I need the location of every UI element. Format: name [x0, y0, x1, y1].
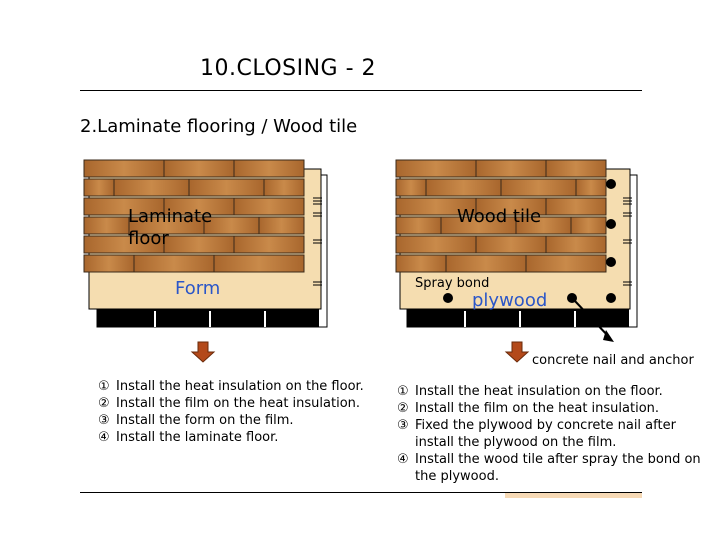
nail-pointer-line — [573, 299, 611, 339]
right-wood-tiles — [395, 159, 607, 273]
form-label: Form — [175, 278, 221, 299]
plywood-label: plywood — [472, 290, 548, 311]
page-title: 10.CLOSING - 2 — [200, 56, 377, 81]
left-base-strip — [97, 309, 319, 327]
right-down-arrow — [504, 341, 530, 363]
left-base-joints — [154, 311, 266, 327]
concrete-nails — [443, 179, 616, 303]
left-floor-diagram — [83, 159, 328, 363]
nail-pointer-head — [603, 330, 614, 342]
section-subtitle: 2.Laminate flooring / Wood tile — [80, 116, 358, 137]
right-base-strip — [407, 309, 629, 327]
right-side-stripes — [623, 197, 632, 286]
title-divider — [80, 90, 642, 91]
footer-divider — [80, 492, 642, 493]
spray-bond-label: Spray bond — [415, 276, 490, 291]
left-side-stripes — [313, 197, 322, 286]
left-down-arrow — [190, 341, 216, 363]
wood-tile-label: Wood tile — [457, 206, 542, 227]
left-laminate-planks — [83, 159, 305, 273]
laminate-floor-label: Laminate floor — [128, 206, 213, 249]
right-floor-diagram — [395, 159, 638, 363]
concrete-nail-label: concrete nail and anchor — [532, 353, 694, 368]
footer-accent-bar — [505, 493, 642, 498]
right-base-joints — [464, 311, 576, 327]
